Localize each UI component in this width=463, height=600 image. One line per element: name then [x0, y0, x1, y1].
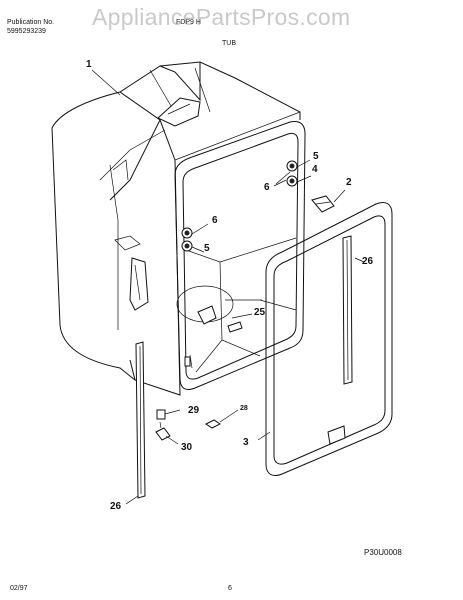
rack-stops	[181, 159, 312, 253]
watermark: AppliancePartsPros.com	[92, 4, 351, 30]
small-parts	[155, 409, 239, 445]
callout-26-left: 26	[110, 501, 122, 512]
callout-3: 3	[243, 437, 249, 448]
tub-front-frame	[174, 121, 306, 391]
side-trim-strip-right	[342, 235, 365, 385]
callout-4: 4	[312, 164, 318, 175]
callout-5-upper: 5	[313, 151, 319, 162]
hinge-bracket	[311, 189, 346, 213]
footer-date: 02/97	[10, 585, 28, 592]
side-trim-strip-left	[125, 341, 146, 505]
callout-6-lower: 6	[212, 215, 218, 226]
callout-30: 30	[181, 442, 193, 453]
callout-29: 29	[188, 405, 200, 416]
callout-6-upper: 6	[264, 182, 270, 193]
footer-page-number: 6	[228, 585, 232, 592]
publication-number: 5995293239	[7, 28, 46, 35]
door-gasket	[257, 201, 393, 477]
callout-28: 28	[240, 405, 248, 412]
callout-1: 1	[86, 59, 92, 70]
publication-label: Publication No.	[7, 19, 55, 26]
sump-area	[176, 285, 243, 369]
diagram-reference-code: P30U0008	[364, 548, 402, 557]
callout-5-lower: 5	[204, 243, 210, 254]
callout-26-right: 26	[362, 256, 374, 267]
model-number: FDP9 H	[176, 19, 201, 26]
callout-25: 25	[254, 307, 266, 318]
callout-2: 2	[346, 177, 352, 188]
leader-lines	[91, 69, 291, 319]
section-title: TUB	[222, 40, 236, 47]
